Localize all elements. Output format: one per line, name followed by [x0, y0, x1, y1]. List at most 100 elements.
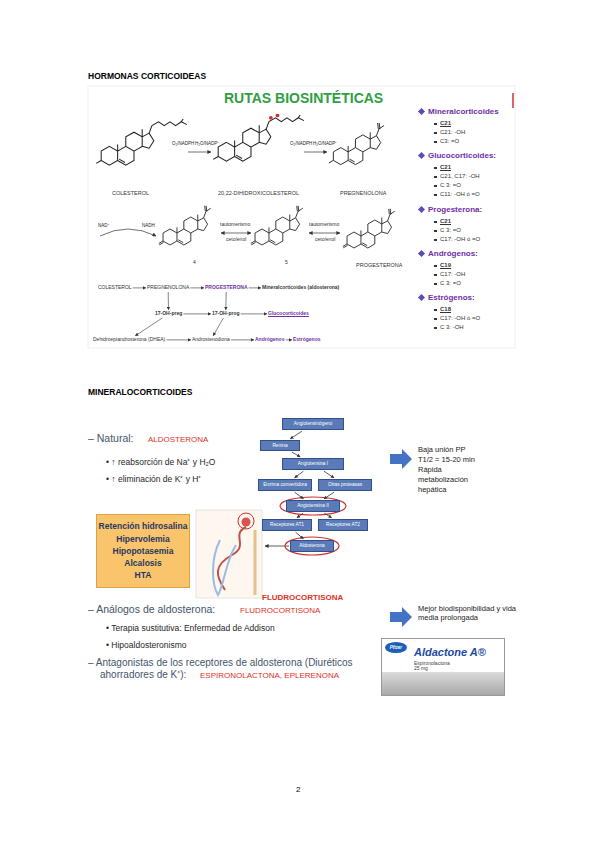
feature-item: C 3: -OH — [440, 324, 464, 331]
cofactor-label: NADH — [142, 223, 155, 228]
figure-frame — [88, 86, 515, 348]
reaction-arrow — [304, 152, 327, 153]
outline-item: – Análogos de aldosterona: — [88, 603, 215, 615]
pathway-step: COLESTEROL — [98, 285, 132, 291]
hydroxyl-mark — [269, 114, 279, 120]
pk-note: Baja unión PP — [418, 446, 466, 455]
flow-arrow — [133, 287, 146, 288]
node-text: 17-OH-preg — [155, 311, 182, 317]
process-box: Angiotensinógeno — [282, 418, 344, 430]
feature-item: C21, C17: -OH — [440, 173, 480, 180]
pk-note: hepática — [418, 486, 446, 495]
node-text: PREGNENOLONA — [147, 285, 189, 291]
pk-note: metabolización — [418, 476, 468, 485]
node-text: Dehidroepiandrosterona (DHEA) — [93, 337, 165, 343]
node-text: Androstenodiona — [192, 337, 230, 343]
feature-item: C 3: =O — [440, 182, 461, 189]
flow-arrow — [249, 287, 261, 288]
feature-item: C 3: =O — [440, 280, 461, 287]
node-text: Receptores AT1 — [270, 522, 304, 528]
highlight-circle — [238, 513, 254, 529]
bullet-item: • Hipoaldosteronismo — [106, 641, 186, 651]
node-text: Aldosterona — [299, 543, 325, 549]
reaction-label: ceto/enol — [315, 237, 335, 243]
drug-name: ALDOSTERONA — [148, 435, 208, 444]
pathway-step: 17-OH-preg — [155, 311, 182, 317]
bullet-item: • Terapia sustitutiva: Enfermedad de Add… — [106, 624, 275, 634]
flow-arrow — [324, 492, 334, 499]
reaction-arrow — [188, 152, 211, 153]
hydroxyl-bond — [96, 161, 101, 164]
node-text: Estrógenos — [293, 337, 321, 343]
cofactor-label: H₂O/NADP⁺ — [195, 141, 219, 146]
carbon-count: C18 — [440, 306, 451, 313]
page-number: 2 — [296, 785, 300, 794]
flow-arrow — [297, 513, 303, 518]
node-text: Otras proteasas — [328, 482, 362, 488]
flow-arrow — [135, 318, 162, 336]
acetyl-group — [204, 206, 211, 218]
cofactor-label: O₂/NADPH — [172, 141, 194, 146]
steroid-skeleton — [101, 129, 154, 165]
reaction-label: tautomerismo — [220, 222, 250, 228]
node-text: Hipopotasemia — [113, 545, 174, 557]
pathway-step: Andrógenos — [255, 337, 284, 343]
process-box: Angiotensina I — [282, 458, 344, 470]
glomerulus — [242, 518, 251, 527]
pathway-step: Glucocorticoides — [268, 311, 309, 317]
structure-name: PROGESTERONA — [356, 262, 402, 268]
class-heading: Glucocorticoides: — [428, 151, 496, 160]
flow-arrow — [292, 452, 300, 457]
tubule — [218, 527, 246, 590]
highlight-ellipse — [285, 537, 339, 555]
node-text: Andrógenos — [255, 337, 284, 343]
carbon-count: C21 — [440, 218, 451, 225]
process-box: Renina — [260, 440, 300, 451]
structure-name: PREGNENOLONA — [340, 190, 386, 196]
outline-item: – Natural: — [88, 432, 134, 444]
reaction-label: tautomerismo — [309, 222, 339, 228]
feature-item: C3: =O — [440, 138, 459, 145]
hydroxyl-bond — [329, 160, 334, 163]
process-box: Enzima convertidora — [258, 479, 312, 491]
drug-name: FLUDROCORTISONA — [262, 593, 343, 602]
effects-box: Retención hidrosalinaHipervolemiaHipopot… — [96, 514, 190, 588]
pathway-step: PREGNENOLONA — [147, 285, 189, 291]
steroid-skeleton — [255, 215, 300, 245]
flow-arrow — [183, 313, 210, 314]
node-text: Angiotensina I — [298, 461, 328, 467]
pathway-step: Dehidroepiandrosterona (DHEA) — [93, 337, 165, 343]
block-arrow — [390, 449, 412, 469]
node-text: Glucocorticoides — [268, 311, 309, 317]
keto-group — [343, 244, 348, 248]
equilibrium-arrow — [221, 233, 251, 234]
drug-name: FLUDROCORTISONA — [240, 606, 320, 615]
class-heading: Mineralcorticoides — [428, 107, 499, 116]
flow-arrow — [324, 471, 334, 478]
reaction-label: ceto/enol — [226, 237, 246, 243]
flow-arrow — [190, 287, 203, 288]
pk-note: T1/2 = 15-20 min — [418, 456, 475, 465]
bullet-item: • ↑ eliminación de K⁺ y H⁺ — [106, 475, 201, 485]
steroid-skeleton — [347, 218, 392, 248]
brand-logo: Pfizer — [385, 642, 407, 653]
acetyl-group — [388, 209, 395, 221]
carbon-count: C21 — [440, 164, 451, 171]
pk-note: Mejor biodisponibilidad y vida media pro… — [418, 605, 518, 622]
flow-arrow — [295, 492, 304, 499]
node-text: Enzima convertidora — [263, 482, 307, 488]
structure-name: 20,22-DIHIDROXICOLESTEROL — [218, 190, 299, 196]
acetyl-group — [296, 206, 303, 218]
side-chain — [149, 119, 187, 133]
node-text: Renina — [272, 443, 287, 449]
cofactor-label: O₂/NADPH — [290, 141, 312, 146]
carbon-count: C21 — [440, 120, 451, 127]
node-text: Mineralcorticoides (aldosterona) — [262, 285, 339, 291]
node-text: Receptores AT2 — [326, 522, 360, 528]
accent-line — [512, 93, 513, 108]
process-box: Angiotensina II — [286, 500, 340, 512]
steroid-skeleton — [163, 215, 208, 245]
steroid-structures — [96, 114, 395, 248]
reaction-arrows — [100, 152, 340, 236]
